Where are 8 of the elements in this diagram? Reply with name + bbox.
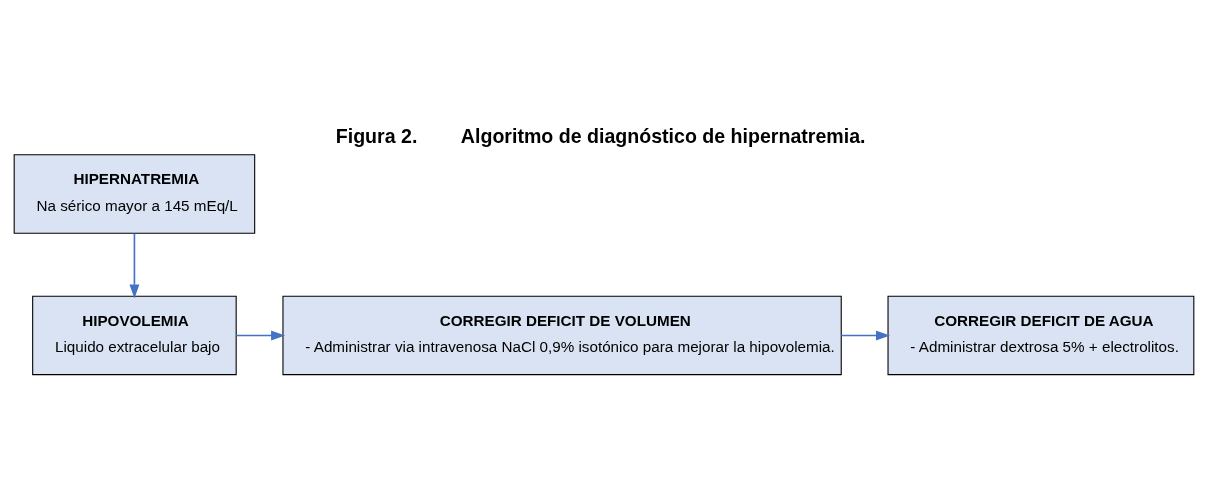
- diagram-title: Figura 2. Algoritmo de diagnóstico de hipernatremia.: [335, 124, 866, 147]
- arrow: [840, 330, 891, 340]
- node-box: CORREGIR DEFICIT DE AGUA - Administrar dextrosa 5% + electrolitos.: [887, 295, 1195, 375]
- node-box: CORREGIR DEFICIT DE VOLUMEN - Administrar via intravenosa NaCl 0,9% isotónico para mejorar la hipovolemia.: [282, 295, 842, 375]
- node-box: HIPOVOLEMIA Liquido extracelular bajo: [32, 295, 237, 375]
- arrow: [129, 232, 140, 299]
- node-box: HIPERNATREMIA Na sérico mayor a 145 mEq/L: [13, 153, 256, 234]
- arrow: [235, 330, 286, 340]
